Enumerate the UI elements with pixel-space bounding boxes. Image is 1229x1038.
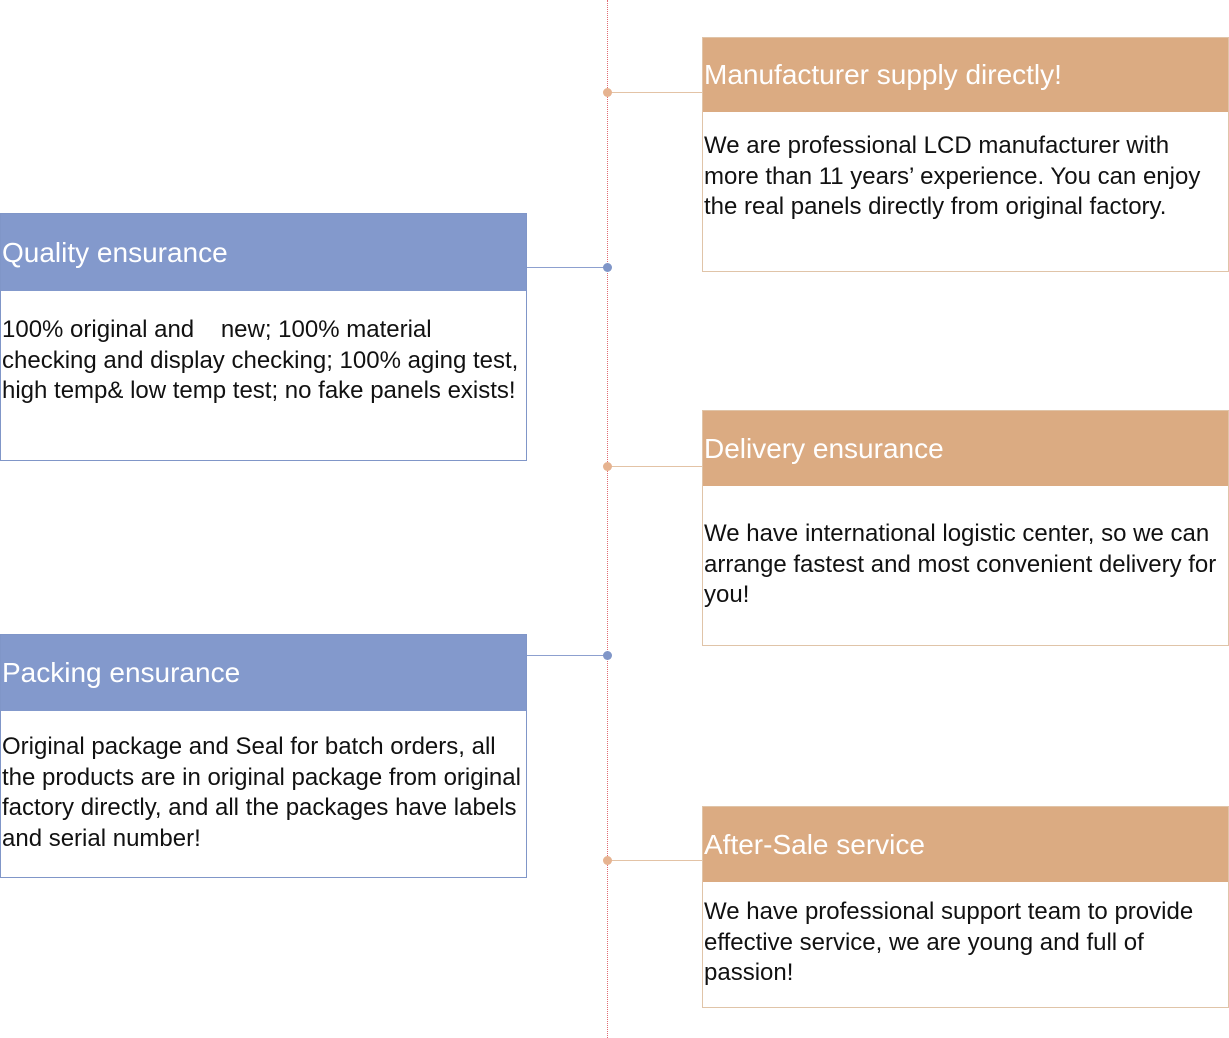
card-quality-text: 100% original and new; 100% material che… (2, 316, 525, 404)
card-delivery-text: We have international logistic center, s… (704, 520, 1223, 608)
card-manufacturer-text: We are professional LCD manufacturer wit… (704, 132, 1207, 220)
card-packing-text: Original package and Seal for batch orde… (2, 733, 528, 852)
connector-manufacturer (608, 92, 703, 93)
timeline-dot-manufacturer (603, 88, 612, 97)
card-quality-title: Quality ensurance (1, 214, 526, 291)
card-packing-title: Packing ensurance (1, 635, 526, 711)
timeline-axis (607, 0, 608, 1038)
connector-quality (527, 267, 608, 268)
connector-packing (527, 655, 608, 656)
connector-delivery (608, 466, 703, 467)
timeline-dot-delivery (603, 462, 612, 471)
card-manufacturer: Manufacturer supply directly! We are pro… (702, 37, 1229, 272)
card-packing: Packing ensurance Original package and S… (0, 634, 527, 878)
card-after-sale-title: After-Sale service (703, 807, 1228, 882)
timeline-dot-quality (603, 263, 612, 272)
card-after-sale-text: We have professional support team to pro… (704, 898, 1200, 986)
card-quality: Quality ensurance 100% original and new;… (0, 213, 527, 461)
card-delivery: Delivery ensurance We have international… (702, 410, 1229, 646)
card-delivery-title: Delivery ensurance (703, 411, 1228, 486)
connector-after-sale (608, 860, 703, 861)
timeline-dot-after-sale (603, 856, 612, 865)
card-after-sale: After-Sale service We have professional … (702, 806, 1229, 1008)
card-manufacturer-title: Manufacturer supply directly! (703, 38, 1228, 112)
timeline-dot-packing (603, 651, 612, 660)
